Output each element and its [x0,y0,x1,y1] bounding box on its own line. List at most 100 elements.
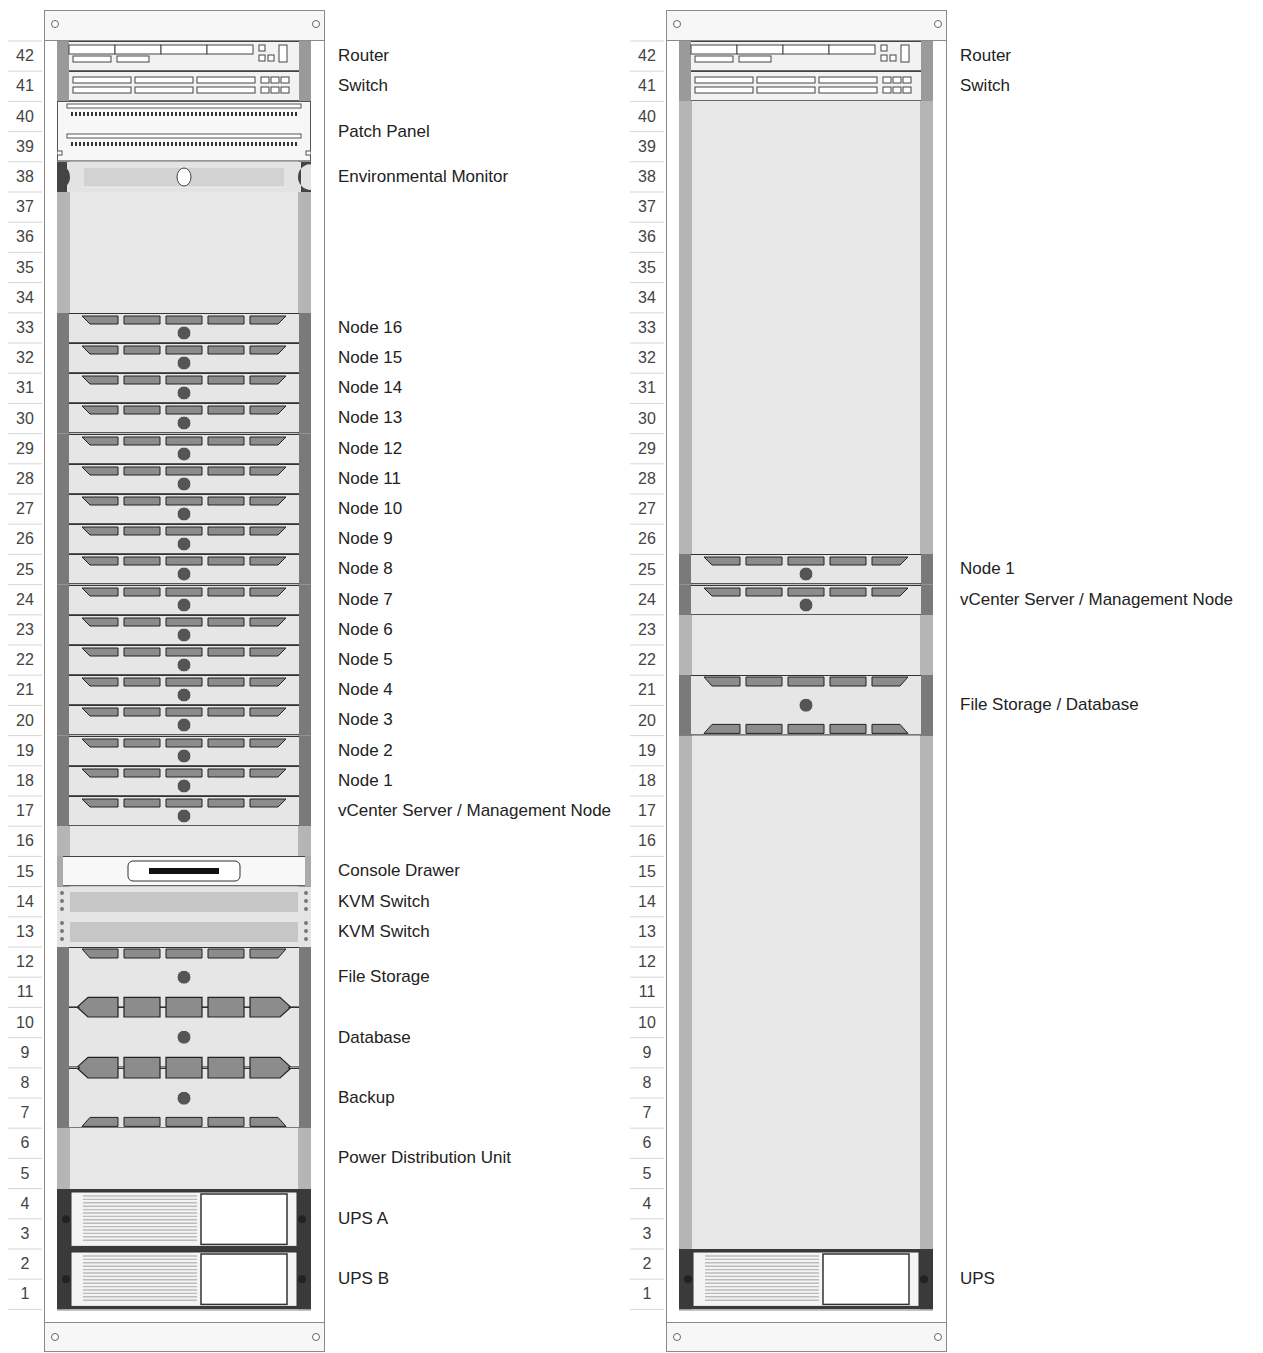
unit-number: 18 [630,772,664,790]
faceplate-detail [783,45,829,54]
mount-ear [299,1007,311,1067]
unit-number: 11 [630,983,664,1001]
drive-bay [166,949,202,958]
unit-number: 12 [630,953,664,971]
unit-number: 42 [8,47,42,65]
unit-number: 41 [8,77,42,95]
rack-device: Node 3 [57,705,311,735]
device-label: UPS A [338,1209,388,1229]
rack-device: Node 1 [679,554,933,584]
server-chassis [58,525,311,554]
device-faceplate [57,917,311,947]
unit-number: 6 [8,1134,42,1152]
unit-number: 3 [8,1225,42,1243]
drive-bay [250,1058,290,1068]
power-button [177,718,191,732]
power-button [799,698,813,712]
mount-ear [57,554,69,584]
drive-bay [82,588,118,596]
drive-bay [166,467,202,475]
mount-ear [57,585,69,615]
faceplate-detail [261,87,269,93]
panel-bar [67,104,301,108]
device-faceplate [57,313,311,343]
port-block [757,87,815,93]
vent-slot [705,1282,819,1283]
device-faceplate [57,524,311,554]
kvm-chassis [57,887,311,917]
mount-ear [299,403,311,433]
ups-chassis [679,1249,933,1309]
pdu-panel [70,1128,298,1188]
unit-separator [630,312,664,313]
drive-bay [208,467,244,475]
vent-slot [705,1259,819,1260]
unit-number: 37 [8,198,42,216]
device-label: UPS B [338,1269,389,1289]
unit-number: 38 [8,168,42,186]
unit-number: 1 [8,1285,42,1303]
drive-bay [124,588,160,596]
rack-device: Node 12 [57,434,311,464]
drive-bay [830,725,866,734]
unit-separator [8,252,42,253]
vent-slot [83,1239,197,1240]
device-faceplate [57,71,311,101]
drive-bay [82,618,118,626]
unit-separator [630,282,664,283]
drive-bay [166,739,202,747]
mount-ear [57,615,69,645]
faceplate-detail [279,45,287,62]
unit-number: 23 [8,621,42,639]
unit-number: 24 [8,591,42,609]
left-rack [45,11,325,1352]
drive-bay [166,588,202,596]
unit-separator [8,282,42,283]
drive-bay [124,1117,160,1126]
drive-bay [82,1117,118,1126]
power-button [177,1031,191,1045]
unit-separator [8,463,42,464]
device-faceplate [57,1189,311,1249]
port-block [757,77,815,83]
mount-ear [921,71,933,101]
drive-bay [124,1058,160,1068]
unit-separator [630,252,664,253]
kvm-panel [70,892,298,912]
mount-ear [57,343,69,373]
drive-bay [124,346,160,354]
unit-separator [630,1188,664,1189]
rack-device: KVM Switch [57,917,311,947]
ups-display [823,1254,909,1304]
unit-number: 18 [8,772,42,790]
drive-bay [78,1068,118,1078]
rack-device: Patch Panel [57,101,311,161]
power-button [799,598,813,612]
console-chassis [58,857,311,886]
vent-slot [83,1229,197,1230]
drive-bay [166,1117,202,1126]
ups-front [693,1252,919,1306]
faceplate-detail [271,77,279,83]
device-label: Node 13 [338,408,402,428]
mount-ear [921,585,933,615]
unit-number: 2 [8,1255,42,1273]
faceplate-detail [259,55,265,61]
drive-bay [82,406,118,414]
faceplate-detail [893,77,901,83]
unit-separator [630,645,664,646]
unit-number: 23 [630,621,664,639]
mount-ear [57,1068,69,1128]
unit-number: 9 [8,1044,42,1062]
unit-number: 42 [630,47,664,65]
drive-bay [82,557,118,565]
unit-separator [630,1037,664,1038]
unit-separator [8,614,42,615]
mount-ear [57,403,69,433]
faceplate-detail [304,921,308,925]
drive-bay [124,557,160,565]
drive-bay [124,739,160,747]
drive-bay [166,997,202,1007]
vent-slot [705,1262,819,1263]
unit-number: 9 [630,1044,664,1062]
